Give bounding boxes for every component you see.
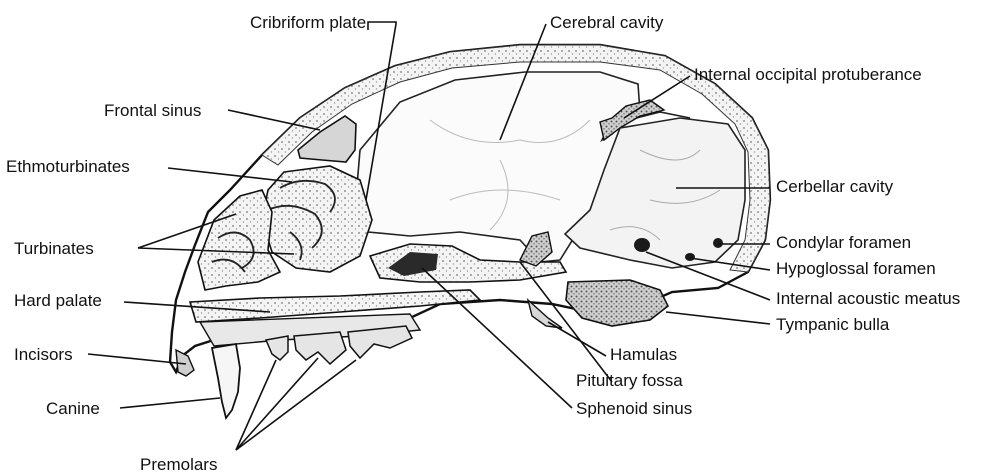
label-sphenoid-sinus: Sphenoid sinus: [576, 399, 692, 418]
tympanic-bulla-shape: [566, 280, 668, 326]
label-cribriform-plate: Cribriform plate: [250, 13, 366, 32]
label-tympanic-bulla: Tympanic bulla: [776, 315, 890, 334]
label-internal-acoustic-meatus: Internal acoustic meatus: [776, 289, 960, 308]
canine-tooth: [212, 344, 240, 418]
label-premolars: Premolars: [140, 455, 217, 474]
label-condylar-foramen: Condylar foramen: [776, 233, 911, 252]
label-canine: Canine: [46, 399, 100, 418]
premolar-tooth-2: [294, 332, 346, 364]
label-hypoglossal-foramen: Hypoglossal foramen: [776, 259, 936, 278]
label-hamulas: Hamulas: [610, 345, 677, 364]
label-ethmoturbinates: Ethmoturbinates: [6, 157, 130, 176]
label-cerbellar-cavity: Cerbellar cavity: [776, 177, 894, 196]
premolar-tooth-3: [348, 326, 412, 358]
label-frontal-sinus: Frontal sinus: [104, 101, 201, 120]
label-internal-occipital-protuberance: Internal occipital protuberance: [694, 65, 922, 84]
hypoglossal-foramen-hole: [713, 238, 723, 248]
condylar-foramen-hole: [634, 238, 650, 252]
label-pituitary-fossa: Pituitary fossa: [576, 371, 683, 390]
label-incisors: Incisors: [14, 345, 73, 364]
label-hard-palate: Hard palate: [14, 291, 102, 310]
turbinates-shape: [198, 190, 280, 290]
label-turbinates: Turbinates: [14, 239, 94, 258]
label-cerebral-cavity: Cerebral cavity: [550, 13, 664, 32]
premolar-tooth-1: [266, 336, 288, 360]
